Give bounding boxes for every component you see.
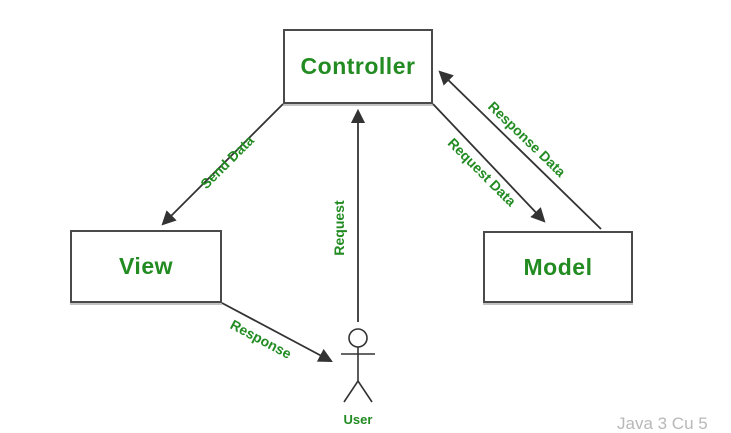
view-box: View: [70, 230, 222, 303]
request-arrow-label: Request: [331, 200, 347, 256]
controller-box: Controller: [283, 29, 433, 104]
user-leg-right: [357, 380, 373, 403]
user-figure: [341, 328, 375, 403]
response-data-arrow: [438, 70, 602, 230]
user-figure-label: User: [343, 412, 373, 427]
watermark-text: Java 3 Cu 5: [617, 414, 708, 433]
response-arrow: [221, 302, 333, 363]
send-data-arrow: [161, 103, 284, 226]
user-leg-left: [343, 380, 359, 403]
user-head: [348, 328, 368, 348]
request-data-arrow: [432, 103, 546, 223]
model-box: Model: [483, 231, 633, 303]
